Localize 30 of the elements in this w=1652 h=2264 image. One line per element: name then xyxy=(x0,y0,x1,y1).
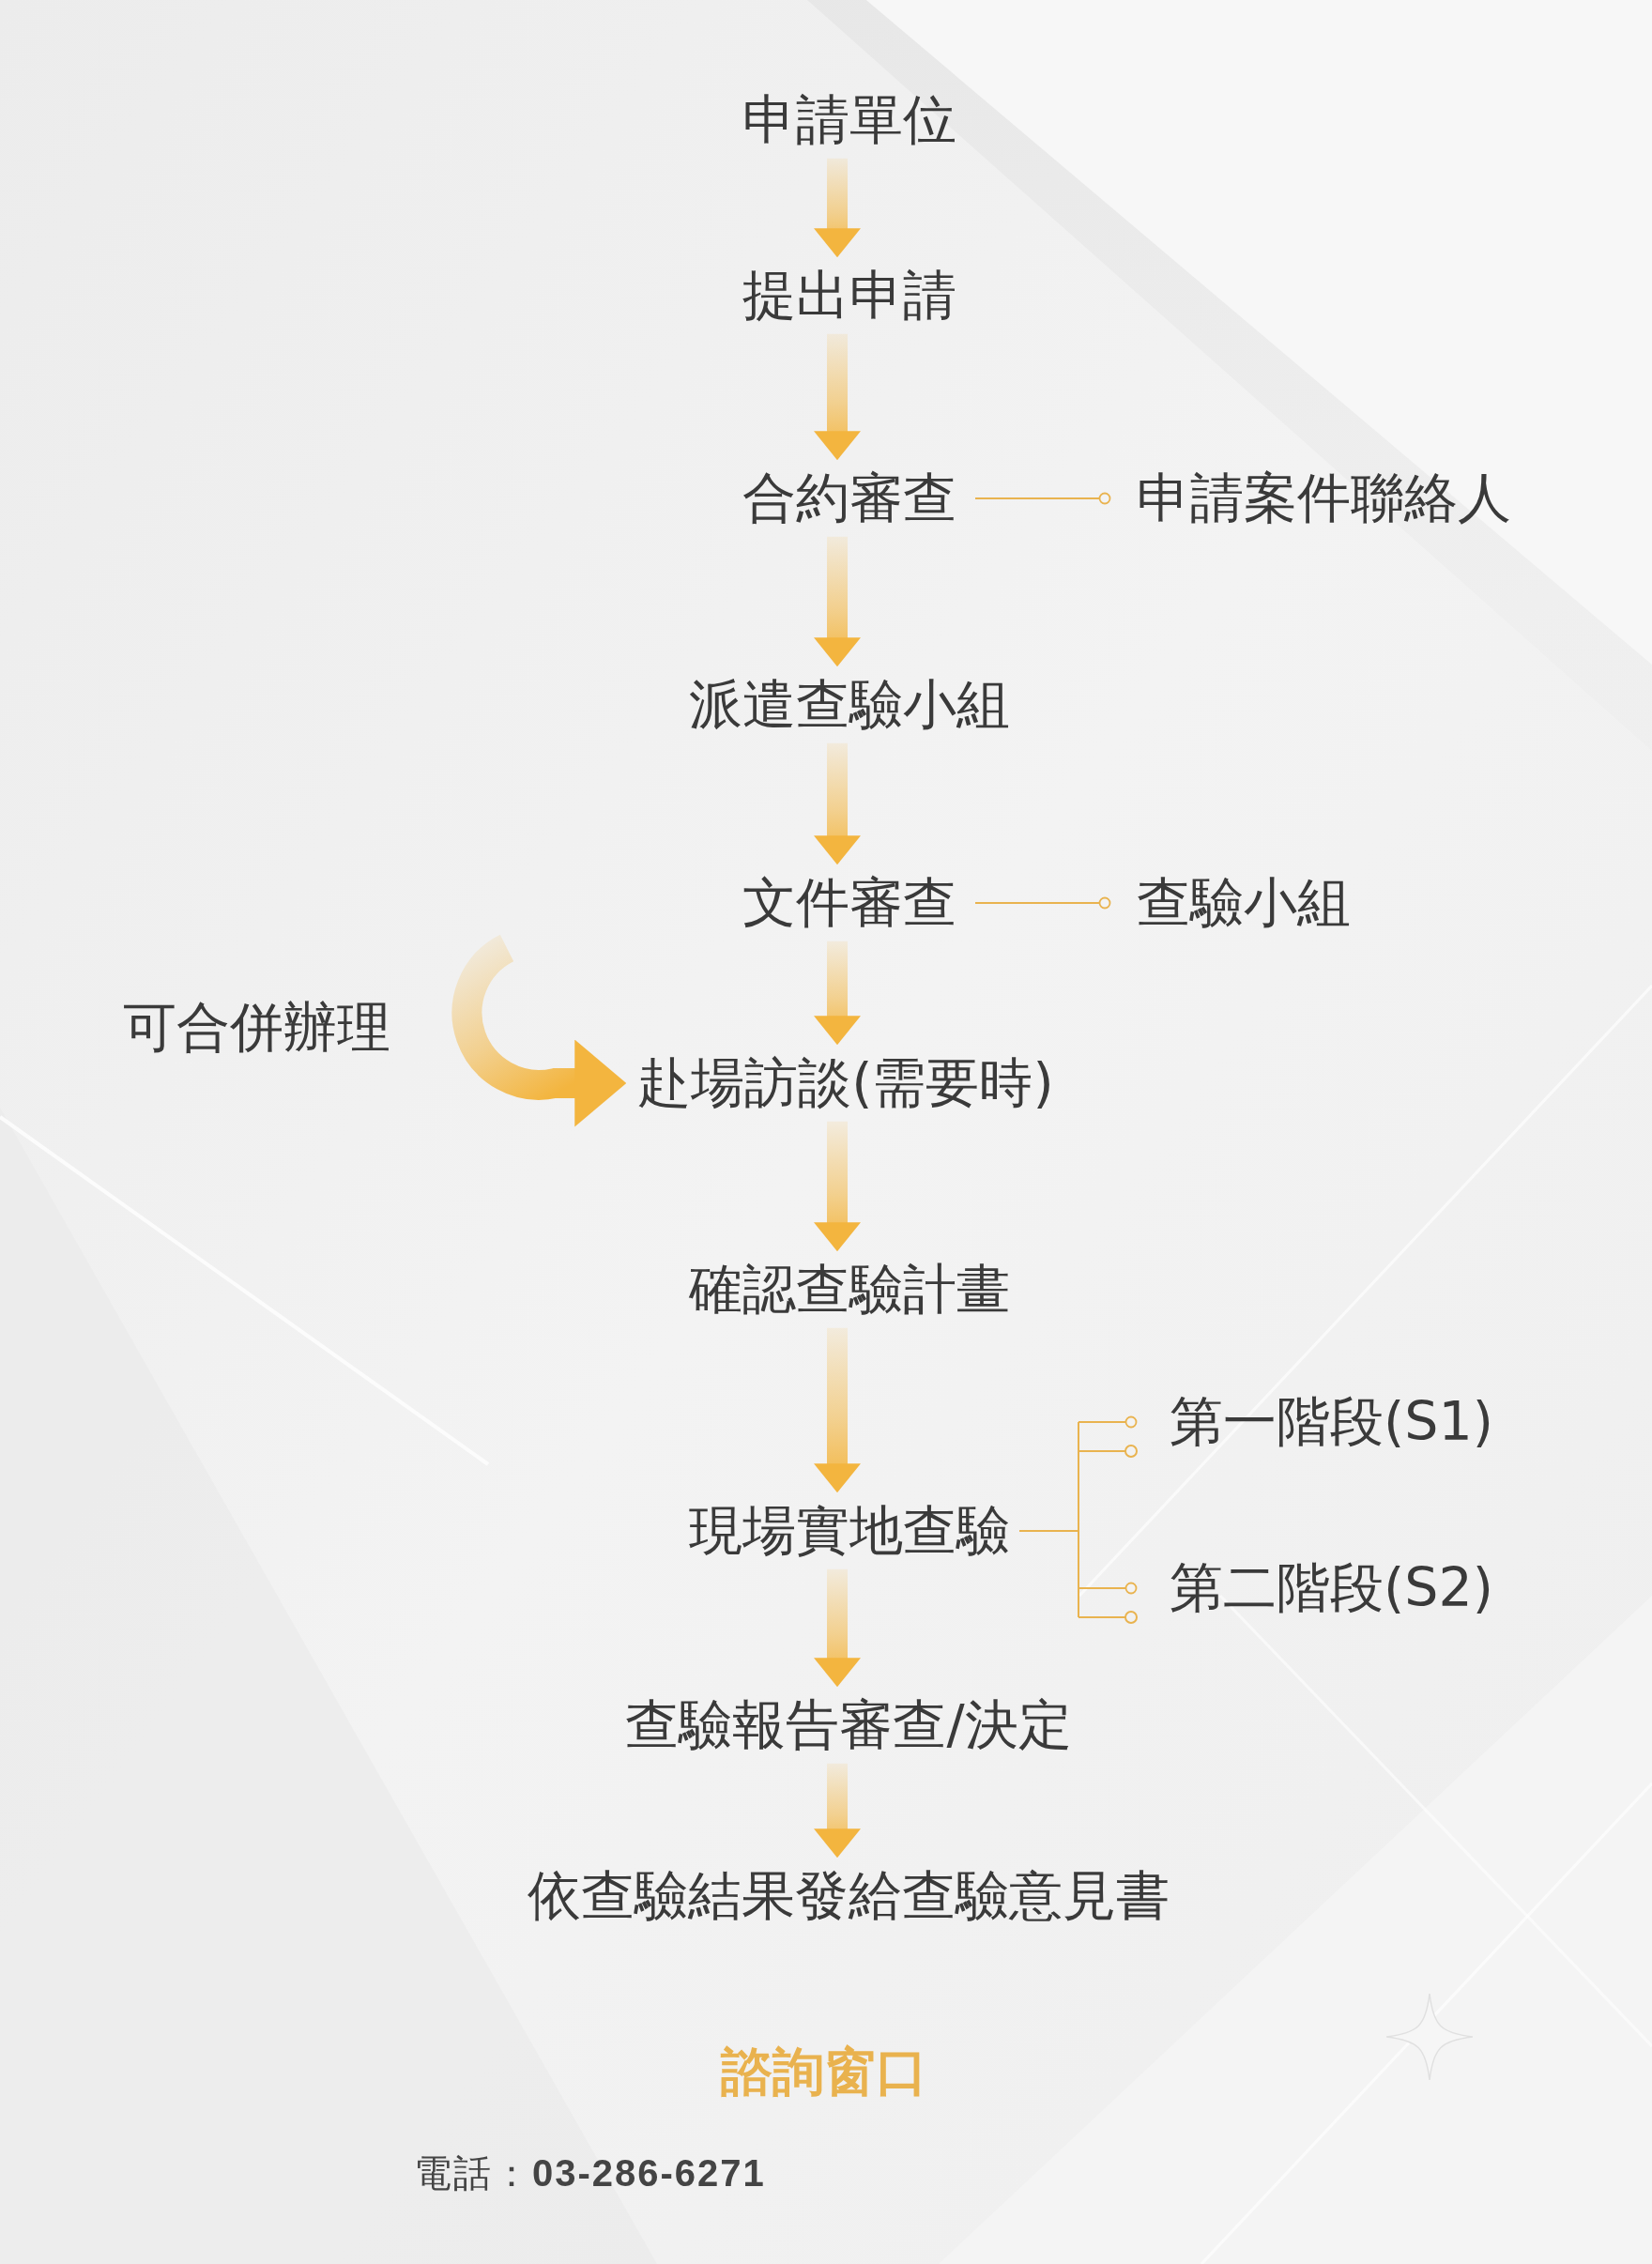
arrow xyxy=(814,1121,861,1252)
arrow xyxy=(814,536,861,667)
step-text: 派遣查驗小組 xyxy=(689,674,1010,736)
connector-line xyxy=(1018,1530,1138,1624)
arrow xyxy=(814,158,861,258)
connector-line xyxy=(974,896,1111,910)
step-text: 申請單位 xyxy=(742,89,956,151)
role-text: 查驗小組 xyxy=(1137,872,1351,934)
step-text: 依查驗結果發給查驗意見書 xyxy=(528,1865,1170,1927)
arrow xyxy=(814,742,861,865)
step-text: 提出申請 xyxy=(742,265,956,327)
curved-arrow xyxy=(451,935,627,1127)
arrow xyxy=(814,1568,861,1688)
section-heading: 諮詢窗口 xyxy=(721,2042,927,2103)
role-text: 申請案件聯絡人 xyxy=(1137,467,1511,529)
step-text: 赴場訪談(需要時) xyxy=(637,1052,1054,1114)
stage-text: 第一階段(S1) xyxy=(1170,1391,1493,1453)
arrow xyxy=(814,1327,861,1493)
step-text: 文件審查 xyxy=(742,872,956,934)
connector-line xyxy=(974,492,1111,505)
phone-text: 電話：03-286-6271 xyxy=(414,2151,766,2195)
step-text: 查驗報告審查/決定 xyxy=(625,1694,1072,1756)
arrow xyxy=(814,333,861,461)
edge-label: 可合併辦理 xyxy=(123,997,390,1059)
stage-text: 第二階段(S2) xyxy=(1170,1557,1493,1619)
step-text: 確認查驗計畫 xyxy=(689,1259,1010,1321)
step-text: 合約審查 xyxy=(742,467,956,529)
step-text: 現場實地查驗 xyxy=(689,1500,1010,1562)
arrow xyxy=(814,941,861,1046)
arrow xyxy=(814,1763,861,1859)
